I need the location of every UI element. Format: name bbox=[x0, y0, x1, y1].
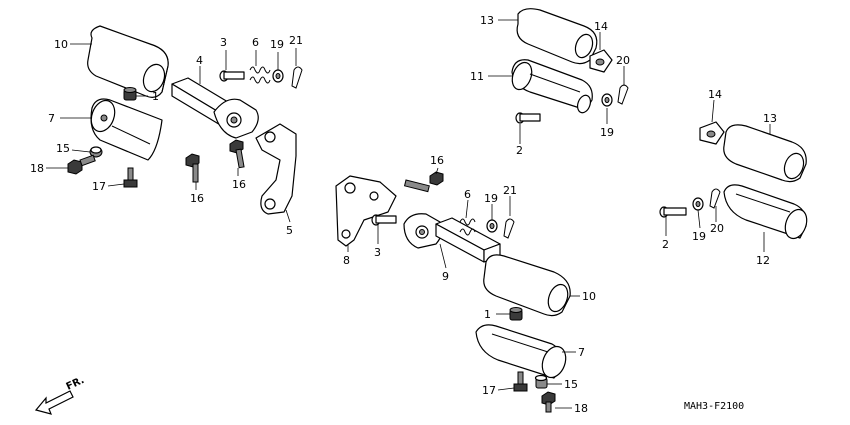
bolt-16-left-a bbox=[185, 153, 200, 183]
callout-10: 10 bbox=[582, 290, 596, 303]
callout-2: 2 bbox=[516, 144, 523, 157]
spring-6-center bbox=[459, 218, 476, 236]
callout-10: 10 bbox=[54, 38, 68, 51]
callout-14: 14 bbox=[708, 88, 722, 101]
collar-15-left bbox=[89, 146, 103, 158]
cotter-pin-20-right bbox=[709, 188, 721, 209]
front-arrow-icon bbox=[34, 390, 74, 415]
bolt-16-left-b bbox=[229, 139, 245, 169]
callout-19: 19 bbox=[484, 192, 498, 205]
callout-18: 18 bbox=[30, 162, 44, 175]
callout-11: 11 bbox=[470, 70, 484, 83]
callout-3: 3 bbox=[374, 246, 381, 259]
washer-19-left bbox=[272, 69, 284, 83]
callout-15: 15 bbox=[564, 378, 578, 391]
spring-6-left bbox=[249, 66, 271, 84]
plate-14-center bbox=[589, 49, 613, 73]
callout-18: 18 bbox=[574, 402, 588, 415]
callouts: 10 4 3 6 19 21 1 7 15 18 17 16 16 5 13 1… bbox=[30, 14, 777, 415]
pin-2-center bbox=[515, 112, 541, 124]
callout-2: 2 bbox=[662, 238, 669, 251]
footpeg-rubber-10-left bbox=[87, 25, 169, 98]
callout-16: 16 bbox=[232, 178, 246, 191]
callout-8: 8 bbox=[343, 254, 350, 267]
callout-12: 12 bbox=[756, 254, 770, 267]
footpeg-holder-7-left bbox=[90, 98, 163, 161]
washer-19-center bbox=[601, 93, 613, 107]
group-left bbox=[67, 25, 303, 215]
bolt-18-left bbox=[67, 154, 96, 175]
footpeg-rubber-13-center bbox=[516, 8, 598, 65]
cotter-pin-20-center bbox=[617, 84, 629, 105]
callout-13: 13 bbox=[480, 14, 494, 27]
callout-4: 4 bbox=[196, 54, 203, 67]
callout-19: 19 bbox=[600, 126, 614, 139]
callout-20: 20 bbox=[710, 222, 724, 235]
washer-19-center-b bbox=[486, 219, 498, 233]
footpeg-arm-9-center bbox=[403, 213, 501, 263]
bolt-16-center bbox=[403, 171, 444, 193]
group-right bbox=[659, 121, 808, 240]
callout-17: 17 bbox=[92, 180, 106, 193]
callout-9: 9 bbox=[442, 270, 449, 283]
callout-19: 19 bbox=[270, 38, 284, 51]
bolt-17-left bbox=[123, 167, 138, 188]
footpeg-holder-7-center bbox=[475, 324, 567, 379]
plate-14-right bbox=[699, 121, 725, 145]
leader-lines bbox=[46, 19, 771, 409]
footpeg-rubber-10-center bbox=[483, 254, 571, 317]
nut-1-center bbox=[509, 307, 523, 321]
callout-20: 20 bbox=[616, 54, 630, 67]
callout-15: 15 bbox=[56, 142, 70, 155]
pin-2-right bbox=[659, 206, 687, 218]
callout-21: 21 bbox=[289, 34, 303, 47]
callout-16: 16 bbox=[190, 192, 204, 205]
callout-5: 5 bbox=[286, 224, 293, 237]
bracket-5-left bbox=[255, 123, 297, 215]
front-direction-indicator: FR. bbox=[34, 375, 86, 415]
bolt-18-center bbox=[541, 391, 556, 413]
footpeg-holder-12-right bbox=[723, 184, 808, 240]
callout-6: 6 bbox=[252, 36, 259, 49]
callout-21: 21 bbox=[503, 184, 517, 197]
bracket-8-center bbox=[335, 175, 397, 247]
callout-1: 1 bbox=[152, 90, 159, 103]
callout-14: 14 bbox=[594, 20, 608, 33]
cotter-pin-21-center bbox=[503, 218, 515, 239]
footpeg-rubber-13-right bbox=[723, 124, 807, 183]
cotter-pin-21-left bbox=[291, 66, 303, 89]
callout-17: 17 bbox=[482, 384, 496, 397]
callout-16: 16 bbox=[430, 154, 444, 167]
callout-6: 6 bbox=[464, 188, 471, 201]
washer-19-right bbox=[692, 197, 704, 211]
bolt-17-center bbox=[513, 371, 528, 392]
diagram-code: MAH3-F2100 bbox=[684, 401, 744, 412]
pin-3-left bbox=[219, 70, 245, 82]
callout-13: 13 bbox=[763, 112, 777, 125]
footpeg-holder-11-center bbox=[511, 59, 593, 114]
callout-19: 19 bbox=[692, 230, 706, 243]
callout-7: 7 bbox=[578, 346, 585, 359]
nut-1-left bbox=[123, 87, 137, 101]
footpeg-arm-4-left bbox=[171, 77, 259, 139]
callout-1: 1 bbox=[484, 308, 491, 321]
pin-3-center bbox=[371, 214, 397, 226]
front-label: FR. bbox=[65, 375, 86, 393]
callout-3: 3 bbox=[220, 36, 227, 49]
collar-15-center bbox=[534, 374, 548, 389]
callout-7: 7 bbox=[48, 112, 55, 125]
group-center bbox=[335, 171, 571, 413]
group-center-top bbox=[511, 8, 629, 124]
